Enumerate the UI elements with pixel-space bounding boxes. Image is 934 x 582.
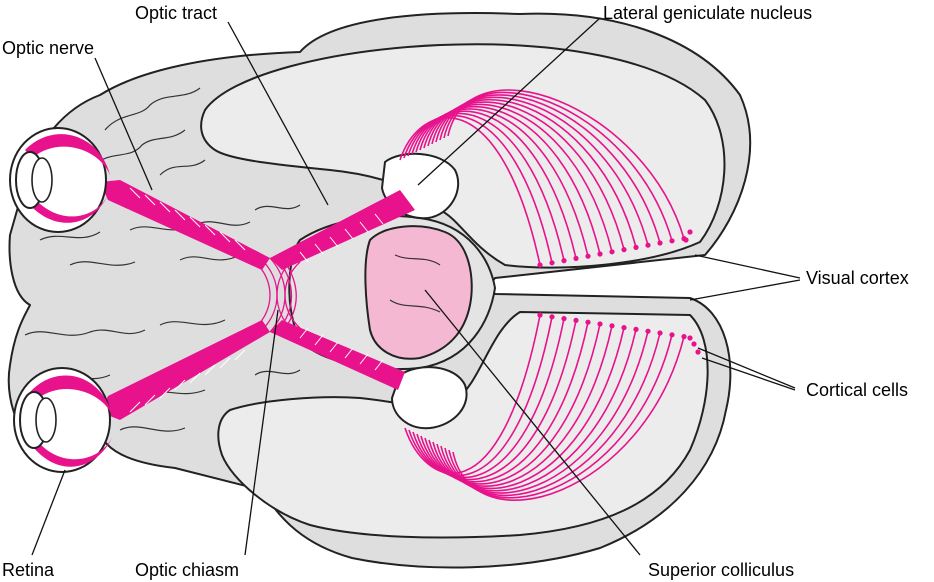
radiation-fiber-upper [431, 98, 637, 248]
cortical-cell-dot [669, 238, 675, 244]
radiation-fiber-upper [427, 101, 625, 250]
radiation-fiber-lower [440, 331, 649, 494]
radiation-fiber-lower [404, 314, 541, 475]
radiation-fiber-lower [412, 318, 565, 479]
optic-nerve-upper [100, 180, 270, 270]
cortical-cell-dot [597, 321, 603, 327]
cortical-cell-dot [683, 237, 689, 243]
cortical-cell-dot [561, 258, 567, 264]
leader-lines [31, 17, 801, 556]
radiation-fiber-lower [416, 320, 577, 481]
cortical-cell-dot [657, 330, 663, 336]
cortical-cell-dot [549, 314, 555, 320]
optic-tract-upper [270, 190, 415, 270]
cortical-cell-dot [537, 312, 543, 318]
cortical-cell-dot [597, 251, 603, 257]
radiation-fiber-upper [443, 91, 673, 242]
label-optic-nerve: Optic nerve [2, 38, 94, 58]
radiation-fiber-upper [399, 117, 541, 266]
radiation-fiber-upper [423, 103, 613, 252]
radiation-fiber-lower [452, 336, 685, 501]
optic-pathway [100, 180, 415, 420]
cortical-cell-dot [645, 328, 651, 334]
label-retina: Retina [2, 560, 55, 580]
cortical-cell-dots [537, 229, 701, 355]
lateral-geniculate-nucleus-lower [391, 366, 468, 430]
radiation-fiber-lower [424, 323, 601, 485]
radiation-fiber-lower [448, 334, 673, 499]
cortical-cell-dot [645, 242, 651, 248]
cortical-cell-dot [687, 335, 693, 341]
eye-lower [13, 367, 112, 473]
brain-sulci [24, 87, 301, 432]
radiation-fiber-lower [432, 327, 625, 490]
radiation-fiber-upper [447, 89, 685, 239]
cortical-cell-dot [549, 260, 555, 266]
cortical-cell-dot [609, 249, 615, 255]
cortical-cell-dot [633, 326, 639, 332]
cortical-cell-dot [695, 349, 701, 355]
optic-radiations [399, 89, 685, 501]
cortical-cell-dot [621, 247, 627, 253]
radiation-fiber-upper [403, 114, 553, 263]
label-cortical-cells: Cortical cells [806, 380, 908, 400]
superior-colliculus-shape [364, 225, 473, 360]
cortical-cell-dot [561, 316, 567, 322]
cortical-cell-dot [691, 341, 697, 347]
radiation-fiber-upper [419, 106, 601, 255]
cortical-cell-dot [573, 317, 579, 323]
label-optic-tract: Optic tract [135, 3, 217, 23]
eye-upper [9, 127, 110, 233]
radiation-fiber-lower [428, 325, 613, 487]
cortical-cell-dot [537, 262, 543, 268]
radiation-fiber-lower [444, 332, 661, 497]
radiation-fiber-lower [408, 316, 553, 477]
cortical-cell-dot [681, 334, 687, 340]
radiation-fiber-lower [436, 329, 637, 492]
cortical-cell-dot [621, 325, 627, 331]
cortical-cell-dot [687, 229, 693, 235]
label-optic-chiasm: Optic chiasm [135, 560, 239, 580]
cortical-cell-dot [585, 319, 591, 325]
cortical-cell-dot [657, 240, 663, 246]
label-superior-colliculus: Superior colliculus [648, 560, 794, 580]
radiation-fiber-upper [439, 94, 661, 244]
radiation-fiber-upper [411, 110, 577, 259]
cortical-cell-dot [633, 244, 639, 250]
label-lateral-geniculate-nucleus: Lateral geniculate nucleus [603, 3, 812, 23]
label-visual-cortex: Visual cortex [806, 268, 909, 288]
radiation-fiber-lower [420, 322, 589, 483]
optic-nerve-lower [100, 320, 270, 420]
cortical-cell-dot [609, 323, 615, 329]
cortical-cell-dot [573, 255, 579, 261]
optic-tract-lower [270, 320, 405, 390]
radiation-fiber-upper [435, 96, 649, 246]
radiation-fiber-upper [407, 112, 565, 261]
cortical-cell-dot [669, 332, 675, 338]
upper-cortex-region [200, 43, 726, 269]
cortical-cell-dot [585, 253, 591, 259]
